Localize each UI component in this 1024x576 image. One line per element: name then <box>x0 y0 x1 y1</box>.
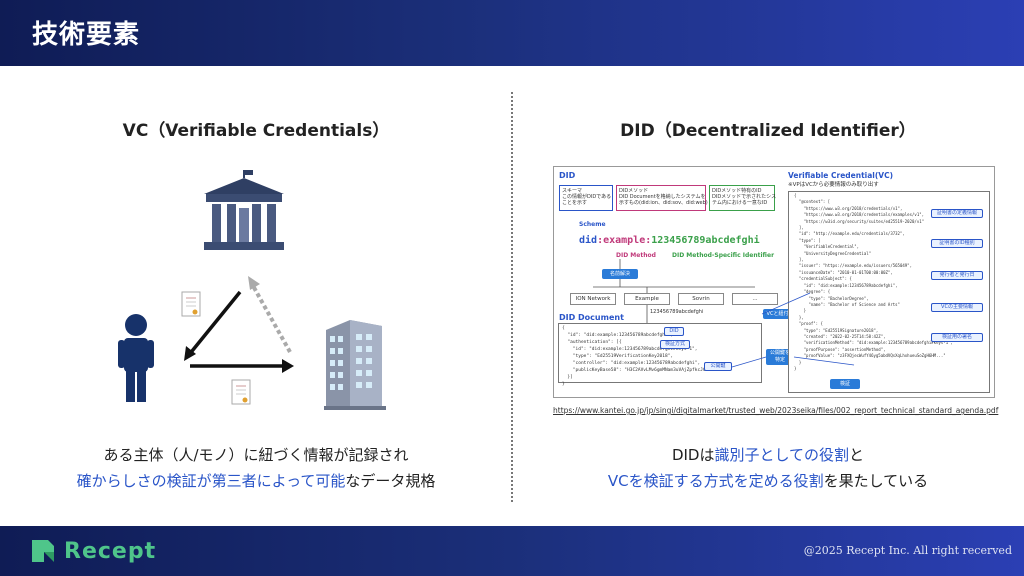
did-description-line2: VCを検証する方式を定める役割を果たしている <box>512 468 1024 494</box>
did-vc-diagram: DID スキーマ この情報がDIDである ことを示す DIDメソッド DID D… <box>553 166 995 398</box>
did-description-text: DIDは <box>671 446 715 464</box>
verifier-office-building-icon <box>324 320 386 410</box>
did-document-code: { "id": "did:example:123456789abcdefghi"… <box>562 326 725 387</box>
vc-description: ある主体（人/モノ）に紐づく情報が記録され 確からしさの検証が第三者によって可能… <box>0 442 512 494</box>
flow-arrows-icon <box>184 276 294 373</box>
source-link[interactable]: https://www.kantei.go.jp/jp/singi/digita… <box>553 406 999 415</box>
did-string: did:example:123456789abcdefghi <box>579 235 760 246</box>
method-explanation-box: DIDメソッド DID Documentを格納したシステムを 示すもの(did:… <box>616 185 708 211</box>
identify-key-button: 公開鍵を 特定 <box>766 349 794 365</box>
copyright-text: @2025 Recept Inc. All right recerved <box>803 544 1012 557</box>
small-id-label: 123456789abcdefghi <box>650 309 704 315</box>
name-resolution-button: 名前解決 <box>602 269 638 279</box>
diagram-did-heading: DID <box>559 171 576 180</box>
vc-flow-illustration <box>118 170 386 410</box>
vc-description-rest: なデータ規格 <box>345 472 436 490</box>
vc-heading: Verifiable Credential(VC) <box>788 171 894 180</box>
verify-button: 検証 <box>830 379 860 389</box>
did-description-line1: DIDは識別子としての役割と <box>512 442 1024 468</box>
vc-description-highlight: 確からしさの検証が第三者によって可能 <box>76 472 346 490</box>
did-description-highlight: VCを検証する方式を定める役割 <box>607 472 824 490</box>
vc-annotation-tag: 証明書のID種別 <box>931 239 983 248</box>
scheme-explanation-box: スキーマ この情報がDIDである ことを示す <box>559 185 613 211</box>
did-description: DIDは識別子としての役割と VCを検証する方式を定める役割を果たしている <box>512 442 1024 494</box>
public-key-tag: 公開鍵 <box>704 362 732 371</box>
vc-section-title: VC（Verifiable Credentials） <box>122 121 390 141</box>
footer-bar: Recept @2025 Recept Inc. All right recer… <box>0 526 1024 576</box>
specific-id-explanation-box: DIDメソッド特有のID DIDメソッドで示されたシス テム内における一意なID <box>709 185 776 211</box>
vc-subnote: ※VPはVCから必要情報のみ取り出す <box>788 182 879 188</box>
logo-text: Recept <box>64 538 157 564</box>
scheme-label: Scheme <box>579 221 606 228</box>
certificate-icon <box>181 291 201 317</box>
vc-annotation-tag: VCの主要情報 <box>931 303 983 312</box>
vc-description-line1: ある主体（人/モノ）に紐づく情報が記録され <box>103 446 409 464</box>
did-description-highlight: 識別子としての役割 <box>714 446 850 464</box>
vc-annotation-tag: 検証用の署名 <box>931 333 983 342</box>
holder-person-icon <box>118 314 154 402</box>
vc-description-line2: 確からしさの検証が第三者によって可能なデータ規格 <box>0 468 512 494</box>
recept-logo-icon <box>32 540 54 562</box>
vc-annotation-tag: 発行者と発行日 <box>931 271 983 280</box>
network-item: Example <box>624 293 670 305</box>
did-document-heading: DID Document <box>559 313 624 322</box>
did-specific-label: DID Method-Specific Identifier <box>672 252 775 259</box>
did-id-part: 123456789abcdefghi <box>651 235 760 246</box>
network-item: ... <box>732 293 778 305</box>
did-method-part: :example: <box>597 235 652 246</box>
verification-method-tag: 検証方式 <box>660 340 690 349</box>
vc-annotation-tag: 証明書の定義情報 <box>931 209 983 218</box>
header-bar: 技術要素 <box>0 0 1024 66</box>
vc-code: { "@context": [ "https://www.w3.org/2018… <box>794 193 953 371</box>
network-item: Sovrin <box>678 293 724 305</box>
did-scheme-part: did <box>579 235 598 246</box>
did-document-box <box>558 323 762 383</box>
did-description-rest: を果たしている <box>823 472 929 490</box>
section-divider <box>511 92 513 502</box>
did-method-label: DID Method <box>616 252 656 259</box>
certificate-icon <box>231 379 251 405</box>
issuer-building-icon <box>204 170 284 250</box>
did-section-title: DID（Decentralized Identifier） <box>620 121 916 141</box>
did-tag: DID <box>664 327 684 336</box>
page-title: 技術要素 <box>32 20 141 50</box>
did-description-text: と <box>849 446 865 464</box>
network-item: ION Network <box>570 293 616 305</box>
recept-logo: Recept <box>30 538 156 564</box>
